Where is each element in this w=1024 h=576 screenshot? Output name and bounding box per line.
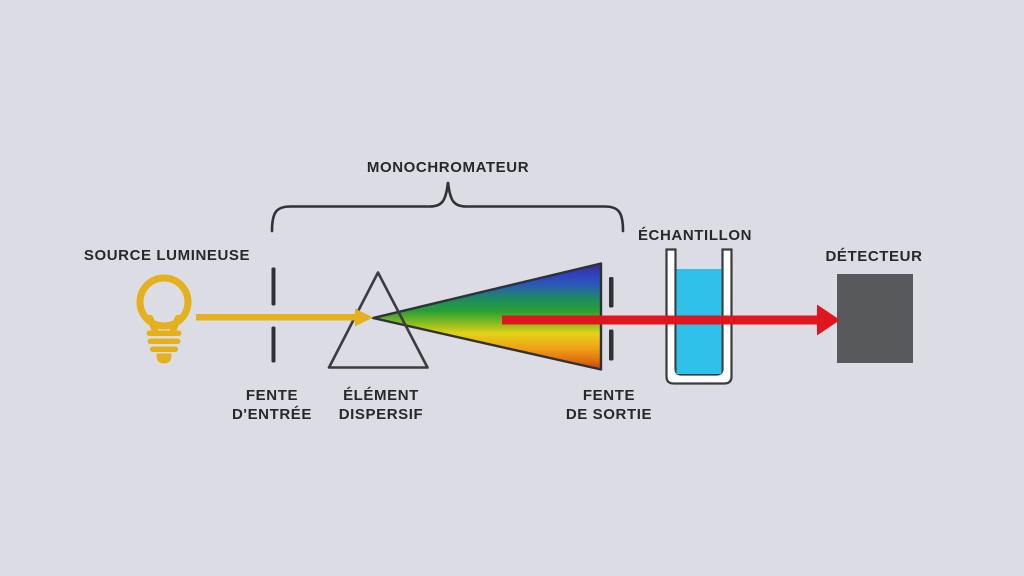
dispersive-element-label-line2: DISPERSIF bbox=[338, 406, 424, 423]
brace-icon bbox=[270, 181, 625, 233]
detector-label: DÉTECTEUR bbox=[825, 248, 923, 265]
entrance-slit-label-line2: D'ENTRÉE bbox=[231, 406, 313, 423]
light-bulb-icon bbox=[136, 274, 192, 364]
sample-label: ÉCHANTILLON bbox=[637, 227, 753, 244]
source-label: SOURCE LUMINEUSE bbox=[83, 247, 251, 264]
red-beam-arrow-icon bbox=[817, 304, 840, 336]
monochromator-label: MONOCHROMATEUR bbox=[366, 159, 530, 176]
exit-slit-label-line1: FENTE bbox=[582, 387, 636, 404]
detector-block bbox=[837, 274, 913, 363]
exit-slit-label: FENTE DE SORTIE bbox=[566, 386, 652, 424]
gold-beam-arrow-icon bbox=[196, 308, 373, 327]
entrance-slit-label: FENTE D'ENTRÉE bbox=[232, 386, 312, 424]
entrance-slit-label-line1: FENTE bbox=[245, 387, 299, 404]
exit-slit-icon bbox=[609, 277, 614, 361]
exit-slit-label-line2: DE SORTIE bbox=[565, 406, 653, 423]
dispersive-element-label-line1: ÉLÉMENT bbox=[343, 387, 419, 404]
dispersive-element-label: ÉLÉMENT DISPERSIF bbox=[339, 386, 424, 424]
entrance-slit-icon bbox=[271, 267, 276, 363]
red-beam bbox=[502, 315, 818, 325]
